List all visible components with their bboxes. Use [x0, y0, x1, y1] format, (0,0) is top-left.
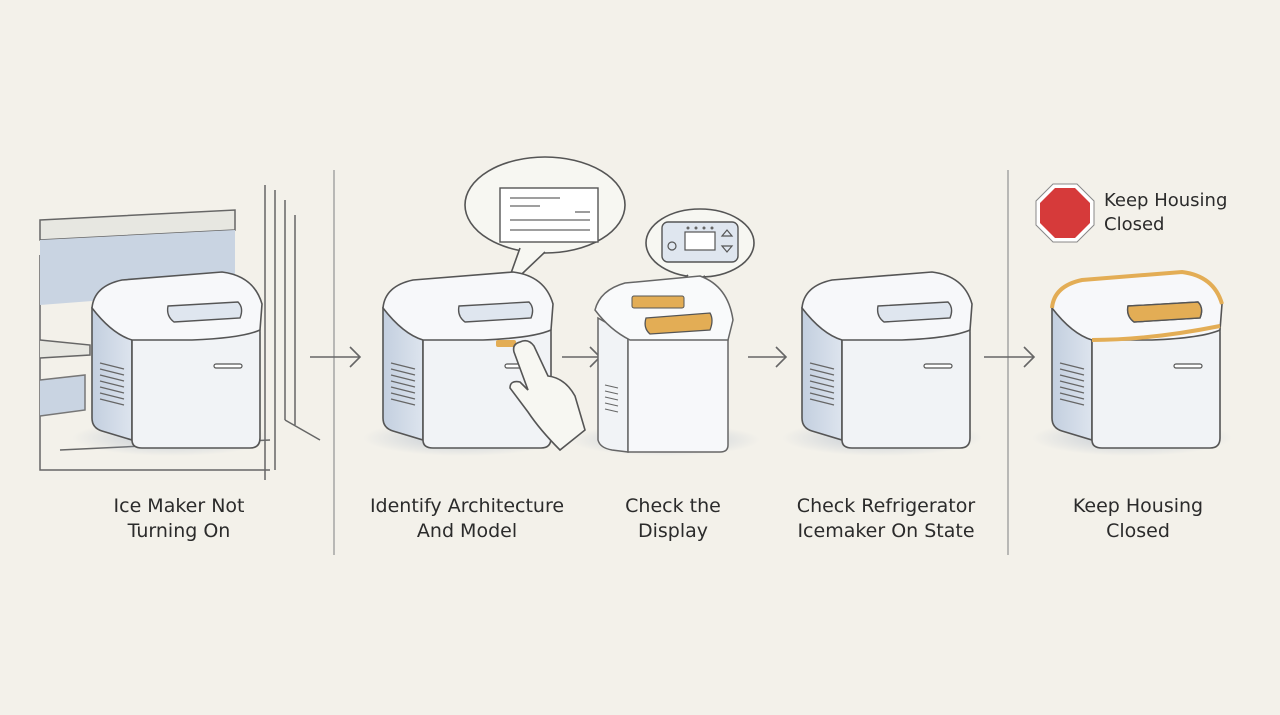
arrow-right-icon [310, 346, 362, 368]
stop-sign-icon [1035, 183, 1095, 243]
arrow-right-icon [748, 346, 788, 368]
ice-maker-icon [781, 271, 983, 457]
ice-maker-icon [71, 271, 273, 457]
arrow-right-icon [984, 346, 1036, 368]
model-label-icon [464, 156, 626, 291]
arrow-right-icon [562, 346, 602, 368]
ice-maker-icon [1031, 271, 1233, 457]
ice-maker-icon [570, 275, 760, 456]
finger-press-icon [509, 339, 586, 452]
